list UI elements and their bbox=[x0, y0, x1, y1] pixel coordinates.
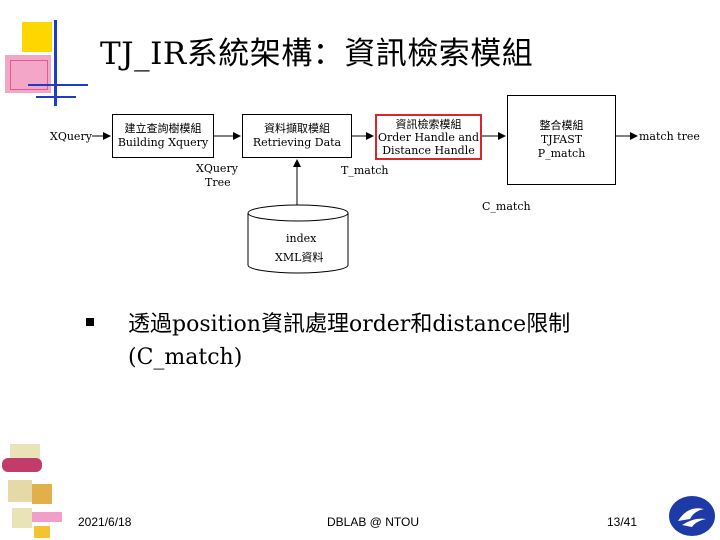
box-merge-tjfast: 整合模組 TJFAST P_match bbox=[507, 95, 616, 185]
lab-logo-block-4 bbox=[32, 484, 52, 504]
lab-logo-block-3 bbox=[8, 480, 32, 502]
label-c-match: C_match bbox=[482, 200, 531, 213]
box-merge-line2: TJFAST bbox=[540, 133, 583, 146]
deco-vertical-line bbox=[54, 20, 57, 106]
footer-center: DBLAB @ NTOU bbox=[327, 515, 419, 529]
lab-logo bbox=[2, 440, 72, 540]
box-merge-line3: P_match bbox=[537, 147, 586, 160]
box-building-xquery: 建立查詢樹模組 Building Xquery bbox=[112, 114, 214, 158]
label-xquery-tree-2: Tree bbox=[205, 176, 231, 189]
label-t-match: T_match bbox=[341, 164, 389, 177]
output-label-match-tree: match tree bbox=[639, 130, 700, 143]
deco-horizontal-line bbox=[28, 84, 88, 86]
architecture-diagram bbox=[92, 132, 638, 274]
box-order-distance-handle: 資訊檢索模組 Order Handle and Distance Handle bbox=[375, 114, 482, 160]
box-merge-line1: 整合模組 bbox=[539, 119, 584, 132]
box-retrieving-data-line1: 資料擷取模組 bbox=[264, 122, 330, 135]
deco-pink-square bbox=[5, 55, 51, 93]
box-retrieving-data: 資料擷取模組 Retrieving Data bbox=[242, 114, 352, 158]
deco-pink-square-inner bbox=[10, 60, 48, 90]
db-label-xml: XML資料 bbox=[275, 251, 324, 264]
box-ir-line2: Order Handle and bbox=[377, 130, 480, 144]
bullet-marker bbox=[86, 318, 94, 326]
footer-page-number: 13/41 bbox=[607, 515, 638, 529]
label-xquery-tree-1: XQuery bbox=[196, 162, 238, 175]
footer-date: 2021/6/18 bbox=[78, 515, 132, 529]
box-retrieving-data-line2: Retrieving Data bbox=[252, 136, 342, 149]
bullet-text: 透過position資訊處理order和distance限制(C_match) bbox=[128, 312, 571, 370]
slide-title: TJ_IR系統架構：資訊檢索模組 bbox=[100, 36, 534, 72]
lab-logo-block-5 bbox=[12, 508, 32, 528]
deco-yellow-square bbox=[22, 22, 52, 52]
box-ir-line3: Distance Handle bbox=[382, 143, 475, 157]
input-label-xquery: XQuery bbox=[50, 130, 92, 143]
lab-logo-block-6 bbox=[32, 512, 62, 522]
deco-horizontal-line-2 bbox=[36, 96, 76, 98]
box-ir-line1: 資訊檢索模組 bbox=[395, 117, 462, 131]
database-cylinder bbox=[247, 204, 349, 274]
lab-logo-block-7 bbox=[34, 526, 50, 538]
lab-logo-block-2 bbox=[2, 458, 42, 472]
db-label-index: index bbox=[286, 232, 317, 245]
university-logo bbox=[669, 496, 715, 536]
box-building-xquery-line1: 建立查詢樹模組 bbox=[124, 122, 202, 135]
box-building-xquery-line2: Building Xquery bbox=[117, 136, 209, 149]
